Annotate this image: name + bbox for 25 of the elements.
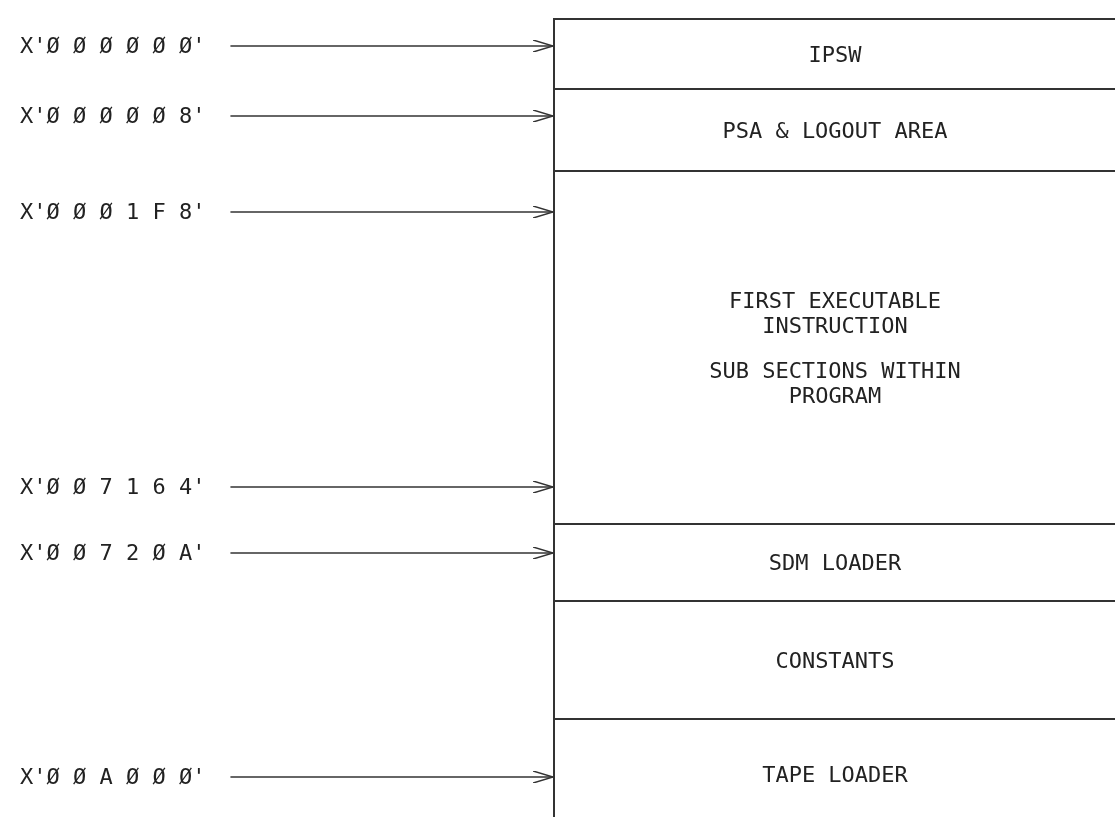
memory-section (553, 600, 1115, 718)
memory-section (553, 718, 1115, 817)
section-label: PSA & LOGOUT AREA (722, 117, 948, 143)
memory-section (553, 523, 1115, 600)
arrow (229, 770, 554, 784)
arrow (229, 546, 554, 560)
memory-section (553, 18, 1115, 88)
section-label: CONSTANTS (775, 647, 895, 673)
address-label: X'Ø Ø 7 1 6 4' (20, 474, 206, 499)
section-label: FIRST EXECUTABLE INSTRUCTION (728, 287, 942, 338)
address-label: X'Ø Ø 7 2 Ø A' (20, 540, 206, 565)
section-label: IPSW (808, 41, 862, 67)
section-label: SDM LOADER (768, 550, 902, 575)
arrow (229, 39, 554, 53)
address-label: X'Ø Ø Ø Ø Ø 8' (20, 103, 206, 128)
arrow (229, 205, 554, 219)
arrow (229, 109, 554, 123)
memory-section (553, 170, 1115, 523)
section-label: SUB SECTIONS WITHIN PROGRAM (708, 357, 962, 408)
address-label: X'Ø Ø Ø Ø Ø Ø' (20, 33, 206, 58)
memory-section (553, 88, 1115, 170)
section-label: TAPE LOADER (762, 761, 908, 787)
address-label: X'Ø Ø Ø 1 F 8' (20, 199, 206, 224)
arrow (229, 480, 554, 494)
address-label: X'Ø Ø A Ø Ø Ø' (20, 764, 206, 789)
